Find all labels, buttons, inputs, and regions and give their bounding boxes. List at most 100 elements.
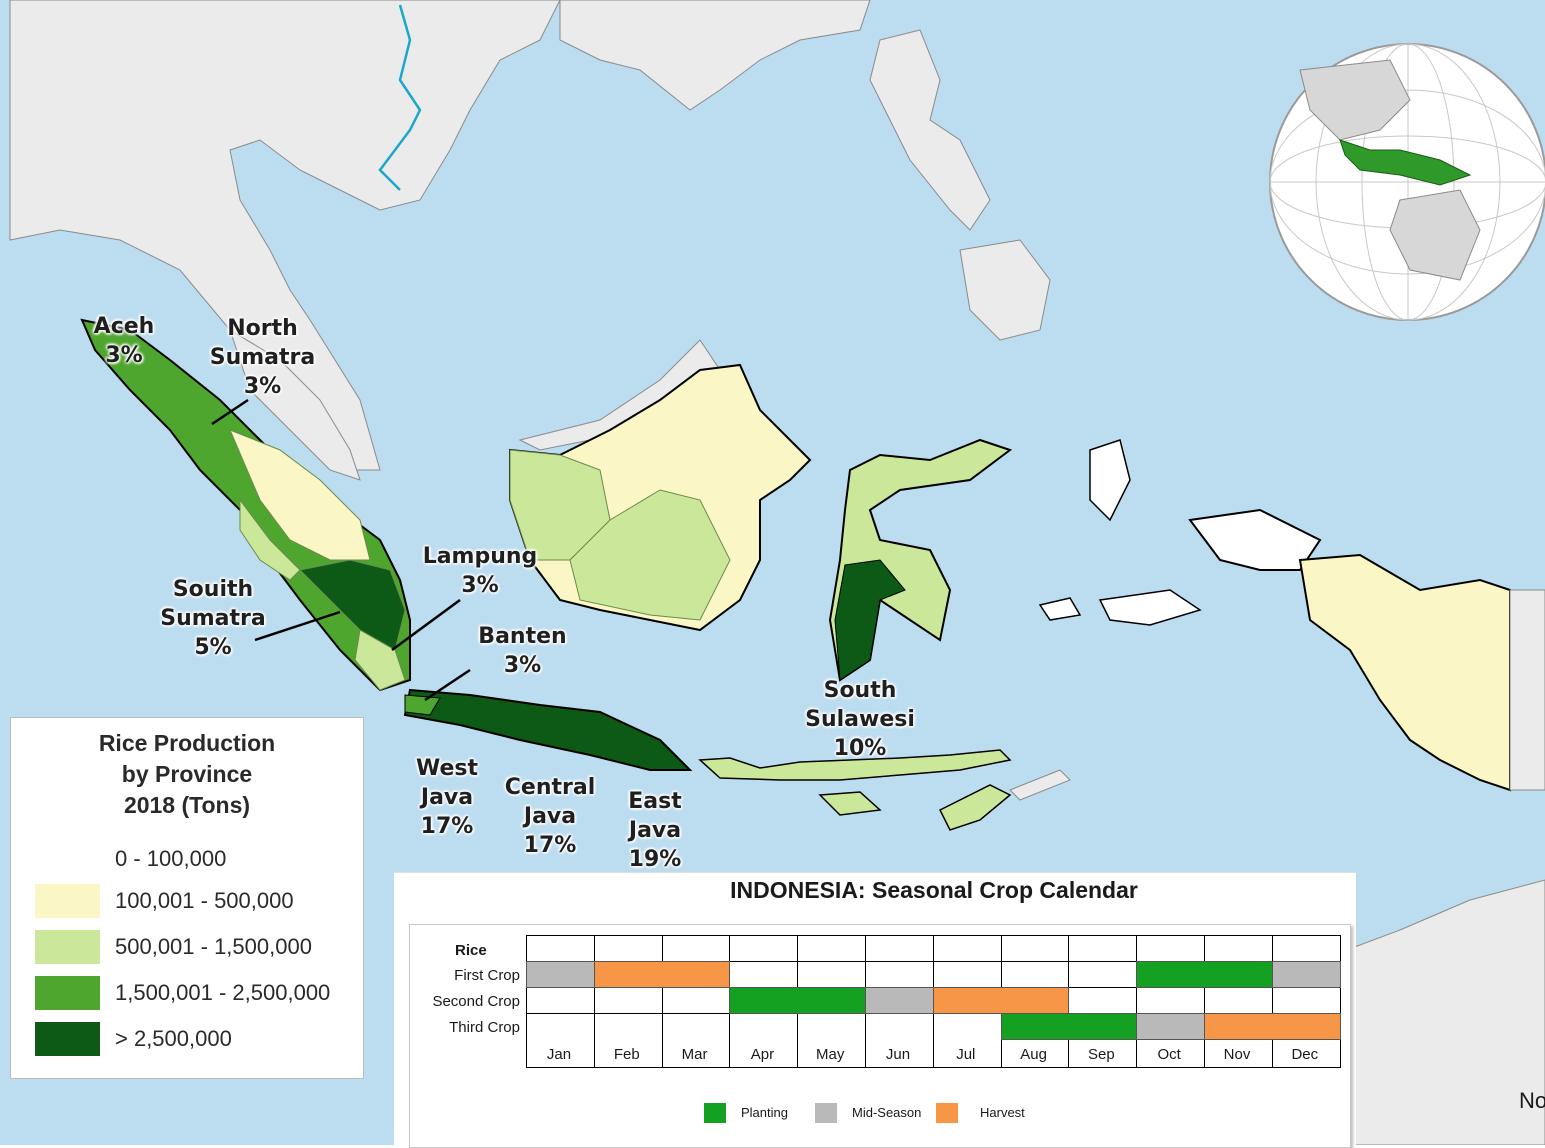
calendar-cell (661, 987, 731, 1014)
calendar-cell (932, 961, 1002, 988)
central-kalimantan (569, 489, 731, 621)
calendar-cell (1204, 935, 1273, 962)
calendar-cell (729, 935, 799, 962)
key-swatch-harvest (936, 1103, 958, 1123)
calendar-cell (797, 961, 866, 988)
label-south-sumatra: Souith Sumatra 5% (160, 577, 266, 660)
map-legend: Rice Production by Province 2018 (Tons) … (10, 717, 364, 1079)
riau-region (229, 429, 371, 561)
calendar-title: INDONESIA: Seasonal Crop Calendar (730, 877, 1138, 903)
south-sumatra-region (298, 559, 406, 651)
png-border-land (1509, 589, 1545, 791)
calendar-header: Rice (455, 942, 487, 959)
calendar-bar-midseason (1271, 961, 1341, 988)
month-label: Mar (681, 1046, 708, 1063)
lampung-region (354, 629, 406, 691)
leader-lines (211, 398, 471, 702)
row-label-first-crop: First Crop (454, 967, 520, 984)
legend-row: 0 - 100,000 (35, 842, 355, 876)
crop-calendar: INDONESIA: Seasonal Crop Calendar Rice F… (394, 872, 1356, 1148)
calendar-cell (593, 1013, 663, 1068)
calendar-cell (1068, 987, 1138, 1014)
legend-label: 0 - 100,000 (115, 846, 227, 871)
month-label: Dec (1291, 1046, 1319, 1063)
legend-swatch (35, 842, 100, 876)
calendar-bar-planting (1136, 961, 1273, 988)
legend-row: 100,001 - 500,000 (35, 884, 355, 918)
calendar-bar-planting (1000, 1013, 1138, 1040)
calendar-cell (526, 935, 595, 962)
calendar-cell (661, 935, 731, 962)
calendar-cell (865, 1013, 934, 1068)
seram (1098, 589, 1202, 626)
calendar-bar-midseason (1136, 1013, 1205, 1040)
key-label-harvest: Harvest (980, 1105, 1025, 1120)
label-south-sulawesi: South Sulawesi 10% (805, 678, 915, 761)
month-label: Jun (885, 1046, 911, 1063)
legend-row: 500,001 - 1,500,000 (35, 930, 355, 964)
buru (1038, 597, 1082, 621)
month-label: Feb (613, 1046, 640, 1063)
legend-swatch (35, 1022, 100, 1056)
china-coast (559, 0, 871, 111)
halmahera (1089, 439, 1131, 522)
timor (938, 784, 1012, 831)
mekong-river (378, 4, 422, 191)
month-label: Apr (750, 1046, 775, 1063)
calendar-cell (1271, 987, 1341, 1014)
calendar-bar-midseason (865, 987, 934, 1014)
papua (1298, 553, 1511, 792)
calendar-cell (1204, 987, 1273, 1014)
label-aceh: Aceh 3% (93, 314, 155, 368)
legend-label: 1,500,001 - 2,500,000 (115, 980, 331, 1005)
month-label: Aug (1020, 1046, 1047, 1063)
month-label: May (816, 1046, 845, 1063)
month-label: Nov (1223, 1046, 1251, 1063)
key-label-planting: Planting (741, 1105, 788, 1120)
label-lampung: Lampung 3% (422, 544, 538, 598)
calendar-cell (593, 935, 663, 962)
month-label: Sep (1088, 1046, 1115, 1063)
legend-swatch (35, 884, 100, 918)
label-north-sumatra: North Sumatra 3% (209, 316, 316, 399)
south-sulawesi-region (834, 559, 906, 681)
calendar-bar-planting (729, 987, 866, 1014)
calendar-cell (1000, 935, 1070, 962)
calendar-cell (865, 935, 934, 962)
calendar-cell (1271, 935, 1341, 962)
legend-swatch (35, 976, 100, 1010)
legend-row: > 2,500,000 (35, 1022, 355, 1056)
legend-label: 500,001 - 1,500,000 (115, 934, 312, 959)
calendar-cell (932, 1013, 1002, 1068)
month-label: Oct (1157, 1046, 1181, 1063)
calendar-cell (1068, 961, 1138, 988)
sumba (818, 791, 882, 816)
legend-label: 100,001 - 500,000 (115, 888, 294, 913)
globe-inset (1269, 43, 1545, 321)
philippines-south (959, 239, 1051, 341)
calendar-bar-midseason (526, 961, 595, 988)
calendar-bar-harvest (932, 987, 1070, 1014)
calendar-cell (797, 935, 866, 962)
month-label: Jul (956, 1046, 976, 1063)
malay-peninsula (229, 328, 361, 481)
calendar-cell (1136, 987, 1205, 1014)
calendar-cell (661, 1013, 731, 1068)
legend-title: Rice Production by Province 2018 (Tons) (98, 730, 276, 818)
west-sumatra-region (239, 498, 301, 581)
mainland-southeast-asia (9, 0, 561, 471)
label-central-java: Central Java 17% (504, 775, 596, 858)
philippines (869, 29, 991, 231)
legend-row: 1,500,001 - 2,500,000 (35, 976, 355, 1010)
label-banten: Banten 3% (478, 624, 567, 678)
month-label: Jan (546, 1046, 572, 1063)
calendar-cell (1068, 935, 1138, 962)
calendar-cell (1000, 961, 1070, 988)
note-fragment: No (1519, 1088, 1545, 1113)
calendar-cell (1136, 935, 1205, 962)
calendar-cell (526, 1013, 595, 1068)
calendar-bar-harvest (1204, 1013, 1341, 1040)
calendar-cell (593, 987, 663, 1014)
calendar-cell (526, 987, 595, 1014)
label-west-java: West Java 17% (415, 756, 478, 839)
